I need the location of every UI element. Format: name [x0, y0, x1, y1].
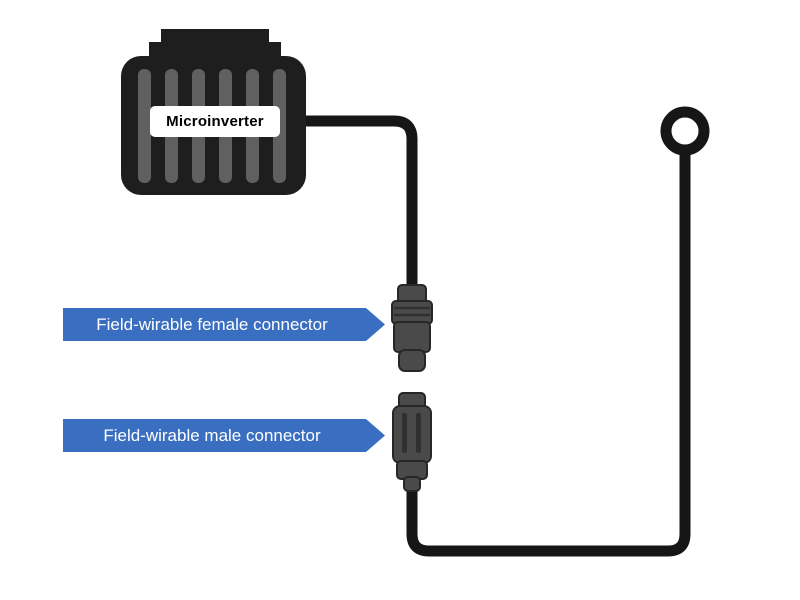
female-connector-icon [391, 284, 433, 372]
male-connector-slot [402, 413, 407, 453]
male-connector-tail [403, 476, 421, 492]
female-connector-callout-label: Field-wirable female connector [96, 314, 328, 334]
cable-male-connector-to-loop [406, 152, 691, 557]
cable-inverter-to-female-connector [296, 115, 418, 292]
microinverter-label: Microinverter [150, 106, 280, 137]
male-connector-callout: Field-wirable male connector [63, 419, 385, 452]
male-connector-slot [416, 413, 421, 453]
female-connector-callout: Field-wirable female connector [63, 308, 385, 341]
female-connector-collar [391, 300, 433, 325]
microinverter-fin [138, 69, 151, 183]
female-connector-tail [398, 349, 426, 372]
male-connector-body [392, 405, 432, 464]
male-connector-callout-label: Field-wirable male connector [103, 425, 321, 445]
microinverter-bracket [149, 29, 281, 64]
male-connector-icon [392, 392, 432, 492]
female-connector-body [393, 321, 431, 353]
cable-end-loop-icon [660, 106, 710, 156]
